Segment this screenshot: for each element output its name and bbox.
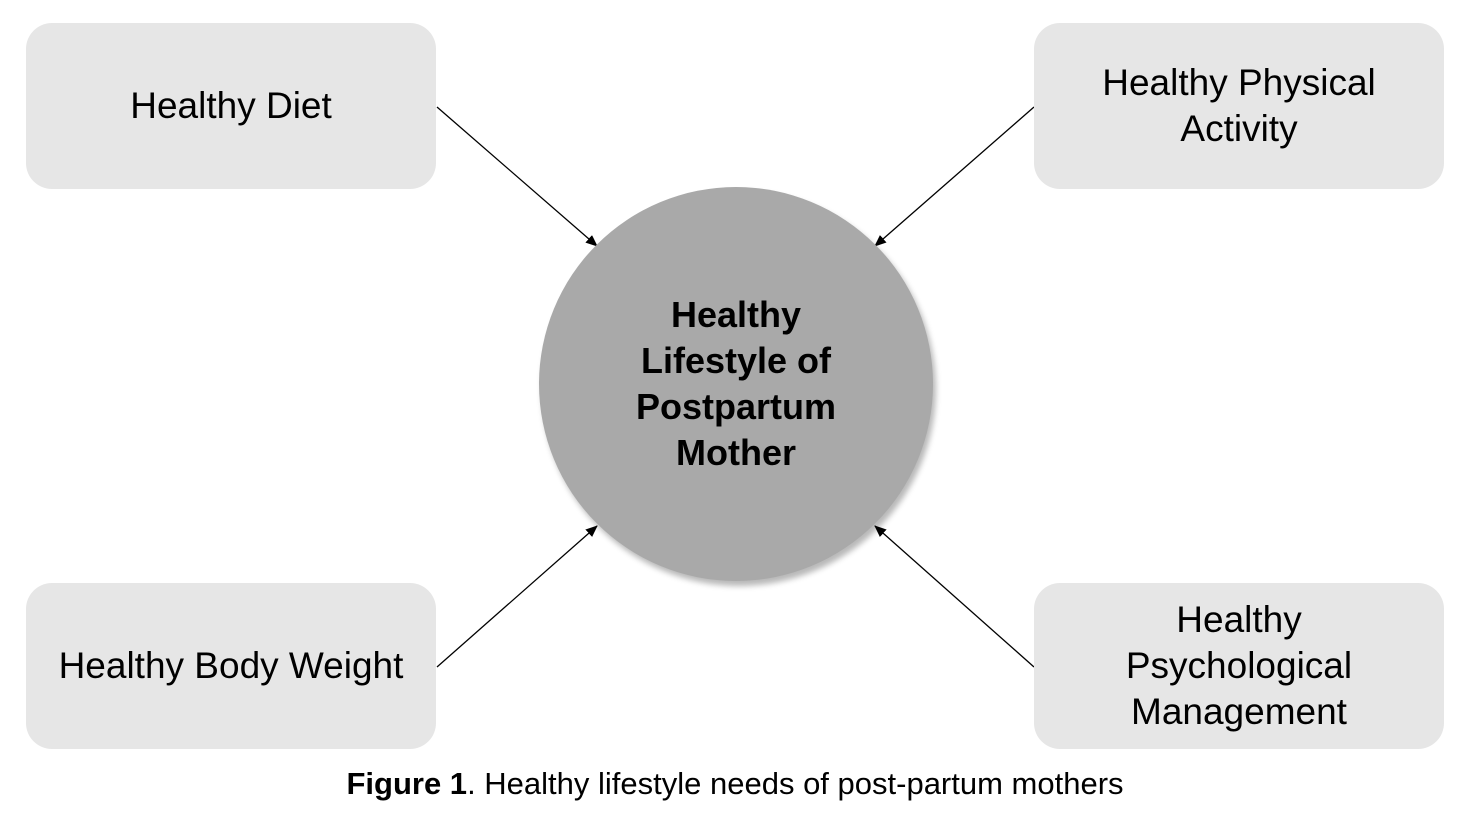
center-node: Healthy Lifestyle of Postpartum Mother [539, 187, 933, 581]
node-healthy-body-weight: Healthy Body Weight [26, 583, 436, 749]
caption-label: Figure 1 [346, 766, 468, 801]
arrow-weight-to-center [436, 525, 598, 668]
node-label: Healthy Psychological Management [1125, 599, 1353, 732]
caption-text: . Healthy lifestyle needs of post-partum… [467, 766, 1124, 801]
node-healthy-physical-activity: Healthy Physical Activity [1034, 23, 1444, 189]
node-label: Healthy Physical Activity [1102, 62, 1376, 149]
node-healthy-psychological-management: Healthy Psychological Management [1034, 583, 1444, 749]
arrow-activity-to-center [874, 106, 1035, 247]
node-label: Healthy Diet [130, 85, 332, 126]
figure-caption: Figure 1. Healthy lifestyle needs of pos… [0, 766, 1470, 802]
arrow-psychological-to-center [874, 525, 1035, 668]
node-label: Healthy Body Weight [58, 645, 404, 686]
arrow-diet-to-center [436, 106, 598, 247]
center-label: Healthy Lifestyle of Postpartum Mother [635, 294, 837, 473]
node-healthy-diet: Healthy Diet [26, 23, 436, 189]
